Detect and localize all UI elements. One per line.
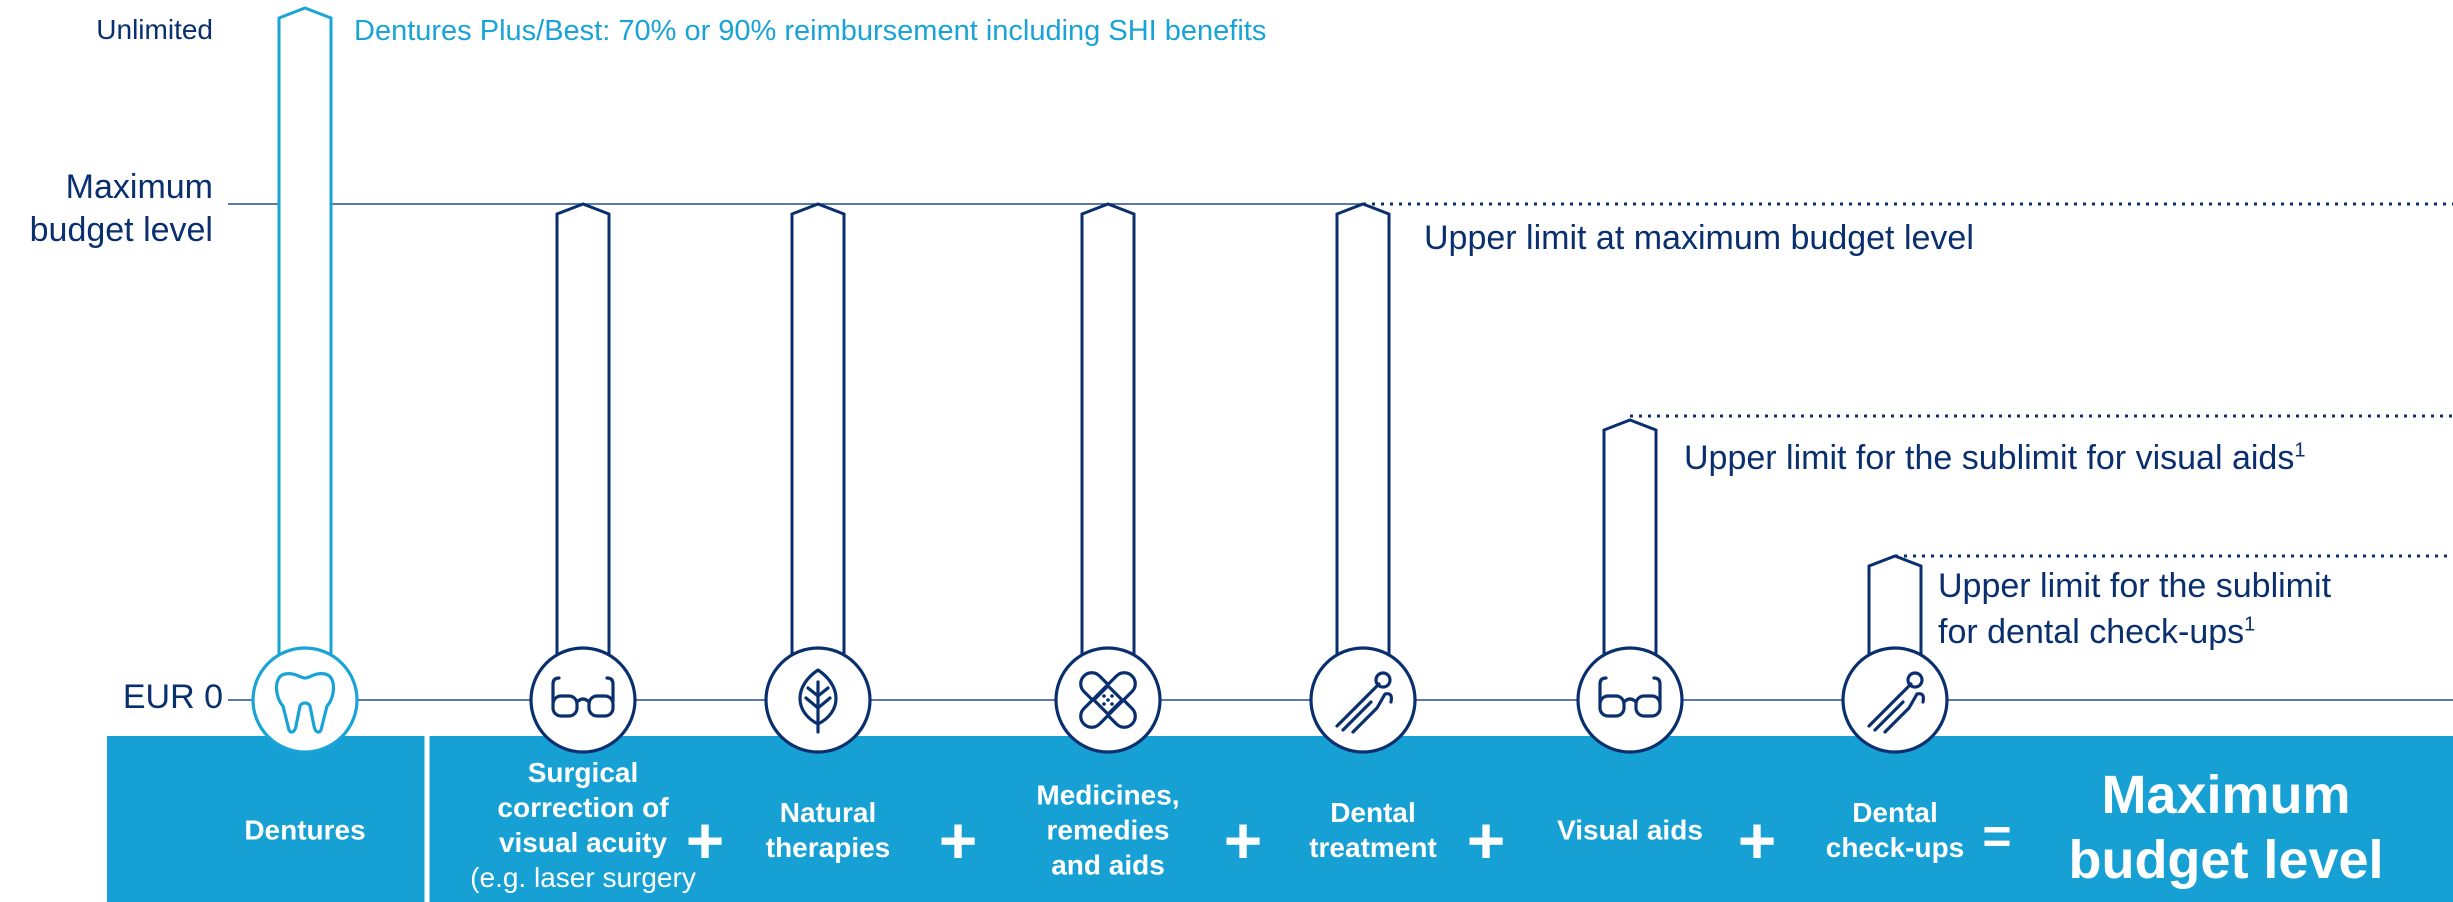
category-label-visual-aids: Visual aids [1557,814,1703,846]
category-label-dentures: Dentures [244,814,366,846]
glasses-icon [551,676,615,718]
note-line-2: for dental check-ups1 [1938,612,2256,651]
note-upper-limit-visual-aids: Upper limit for the sublimit for visual … [1684,439,2306,477]
plus-operator-3: + [1223,803,1263,877]
icon-group-dental [1309,646,1417,754]
plus-operator-4: + [1466,803,1506,877]
note-upper-limit-dental-checkups: Upper limit for the sublimit for dental … [1938,564,2331,656]
pillar-surgical [555,202,611,702]
category-icons [251,646,1949,754]
dental-tools-icon [1867,671,1925,734]
icon-group-checkups [1841,646,1949,754]
band-background [107,736,2453,902]
icon-circle [251,646,359,754]
plus-operator-5: + [1737,803,1777,877]
category-sublabel: (e.g. laser surgery [470,862,696,893]
icon-group-medicines [1054,646,1162,754]
dental-tools-icon [1335,671,1393,734]
category-band [107,736,2453,902]
pillars [277,6,1923,702]
pillar-natural [790,202,846,702]
icon-group-natural [764,646,872,754]
equals-operator: = [1982,808,2012,864]
leaf-icon [798,668,838,734]
plus-operator-2: + [938,803,978,877]
glasses-icon [1598,676,1662,718]
footnote-marker: 1 [2294,439,2306,462]
note-upper-limit-maximum: Upper limit at maximum budget level [1424,219,1974,257]
pillar-medicines [1080,202,1136,702]
note-dentures: Dentures Plus/Best: 70% or 90% reimburse… [354,15,1267,47]
icon-group-visual [1576,646,1684,754]
y-label-unlimited: Unlimited [96,14,213,45]
plus-operator-1: + [685,803,725,877]
icon-group-dentures [251,646,359,754]
note-line-1: Upper limit for the sublimit [1938,567,2332,605]
icon-group-surgical [529,646,637,754]
pillar-dentures [277,6,333,702]
y-label-zero: EUR 0 [122,678,223,716]
pillar-dental [1335,202,1391,702]
tooth-icon [274,672,336,734]
bandage-icon [1079,671,1137,729]
footnote-marker: 1 [2244,613,2256,636]
